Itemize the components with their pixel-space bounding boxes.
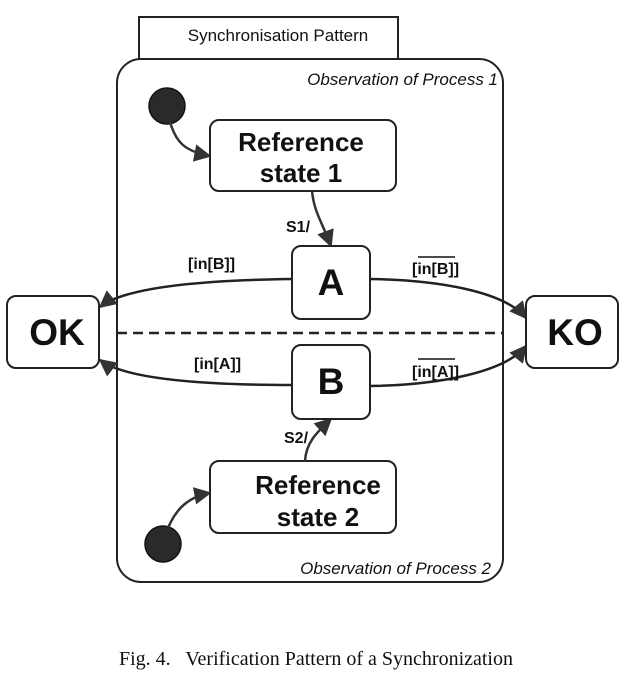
transition-s1 [310, 190, 334, 248]
state-ok-label: OK [29, 312, 85, 353]
transition-s2-label: S2/ [284, 430, 309, 447]
state-ko-label: KO [547, 312, 603, 353]
state-a: A [291, 245, 371, 320]
guard-b-to-ko: [in[A]] [412, 364, 459, 381]
state-ko: KO [525, 295, 619, 369]
observation-process-2-label: Observation of Process 2 [300, 559, 491, 578]
pattern-frame [116, 58, 504, 583]
reference-state-2-line2: state 2 [277, 502, 359, 532]
figure-caption: Fig. 4. Verification Pattern of a Synchr… [0, 648, 632, 671]
state-b: B [291, 344, 371, 420]
reference-state-2-line1: Reference [255, 470, 381, 500]
guard-a-to-ko: [in[B]] [412, 261, 459, 278]
caption-text: Verification Pattern of a Synchronizatio… [185, 648, 513, 670]
reference-state-2: Reference state 2 [209, 460, 397, 534]
reference-state-1-line2: state 1 [260, 158, 342, 188]
reference-state-1: Reference state 1 [209, 119, 397, 192]
state-ok: OK [6, 295, 100, 369]
transition-s2 [303, 417, 333, 462]
transition-a-to-ok [98, 277, 293, 309]
pattern-title: Synchronisation Pattern [188, 26, 369, 45]
transition-b-to-ok [98, 358, 293, 387]
transition-s1-label: S1/ [286, 219, 311, 236]
initial-transition-2 [166, 487, 212, 529]
state-a-label: A [318, 262, 345, 303]
transition-b-to-ko [369, 344, 528, 388]
guard-b-to-ok: [in[A]] [194, 356, 241, 373]
observation-process-1-label: Observation of Process 1 [307, 70, 498, 89]
reference-state-1-line1: Reference [238, 127, 364, 157]
initial-transition-1 [168, 121, 212, 162]
transition-a-to-ko [369, 277, 528, 320]
caption-label: Fig. 4. [118, 648, 171, 670]
pattern-title-tab: Synchronisation Pattern [138, 16, 399, 60]
state-b-label: B [318, 361, 345, 402]
guard-a-to-ok: [in[B]] [188, 256, 235, 273]
initial-state-process-1 [148, 87, 186, 125]
initial-state-process-2 [144, 525, 182, 563]
